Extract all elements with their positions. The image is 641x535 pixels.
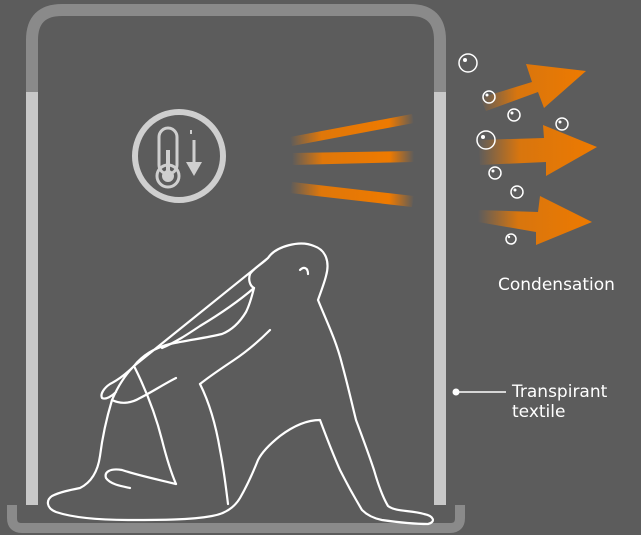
heat-wave-icon: [290, 182, 414, 207]
heat-waves: [290, 114, 414, 207]
transpirant-textile-label: Transpirant textile: [512, 382, 607, 422]
droplet-bubble-icon: [511, 186, 523, 198]
textile-label-line2: textile: [512, 402, 607, 422]
heat-wave-icon: [290, 114, 414, 146]
heat-wave-icon: [292, 151, 414, 165]
tent-frame: [12, 10, 460, 528]
droplet-bubble-icon: [489, 167, 501, 179]
vapor-arrow-icon: [478, 125, 597, 176]
vapor-arrows: [478, 64, 597, 245]
thermometer-down-icon: [135, 112, 223, 200]
vapor-arrow-icon: [478, 196, 592, 245]
condensation-label: Condensation: [498, 275, 615, 295]
seated-person-icon: [48, 244, 433, 524]
droplet-bubble-icon: [459, 54, 477, 72]
textile-leader: [453, 389, 507, 396]
textile-label-line1: Transpirant: [512, 382, 607, 402]
vapor-arrow-icon: [480, 64, 586, 111]
droplet-bubble-icon: [508, 109, 520, 121]
droplet-bubble-icon: [556, 118, 568, 130]
droplet-bubble-icon: [506, 234, 516, 244]
